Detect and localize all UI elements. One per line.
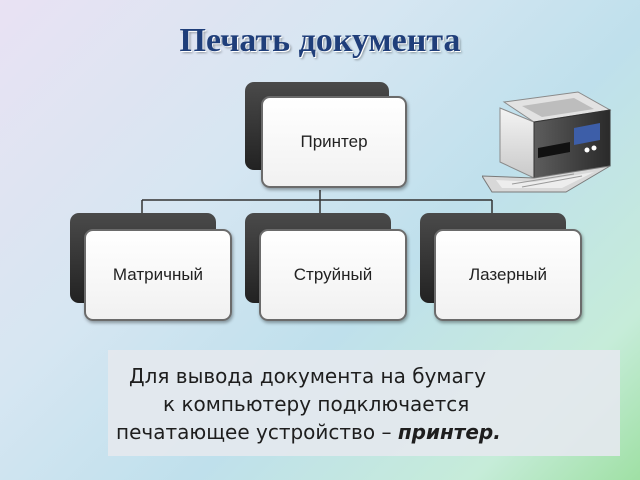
caption-line-3-prefix: печатающее устройство – (116, 420, 392, 444)
node-printer-box: Принтер (261, 96, 407, 188)
node-inkjet: Струйный (245, 213, 407, 321)
caption-line-2: к компьютеру подключается (163, 392, 470, 416)
laser-printer-icon (482, 91, 612, 193)
node-dot-matrix: Матричный (70, 213, 232, 321)
node-laser: Лазерный (420, 213, 582, 321)
node-dot-matrix-label: Матричный (112, 265, 204, 284)
node-printer-label: Принтер (300, 132, 368, 151)
node-printer: Принтер (245, 82, 407, 190)
node-inkjet-label: Струйный (293, 265, 373, 284)
caption-box: Для вывода документа на бумагу к компьют… (108, 350, 620, 456)
node-laser-label: Лазерный (468, 265, 548, 284)
node-dot-matrix-box: Матричный (84, 229, 232, 321)
caption-line-1: Для вывода документа на бумагу (129, 364, 487, 388)
caption-emphasis: принтер. (397, 420, 501, 444)
node-inkjet-box: Струйный (259, 229, 407, 321)
slide-title: Печать документа (179, 22, 461, 59)
caption-line-3: печатающее устройство – принтер. (116, 418, 501, 446)
node-laser-box: Лазерный (434, 229, 582, 321)
